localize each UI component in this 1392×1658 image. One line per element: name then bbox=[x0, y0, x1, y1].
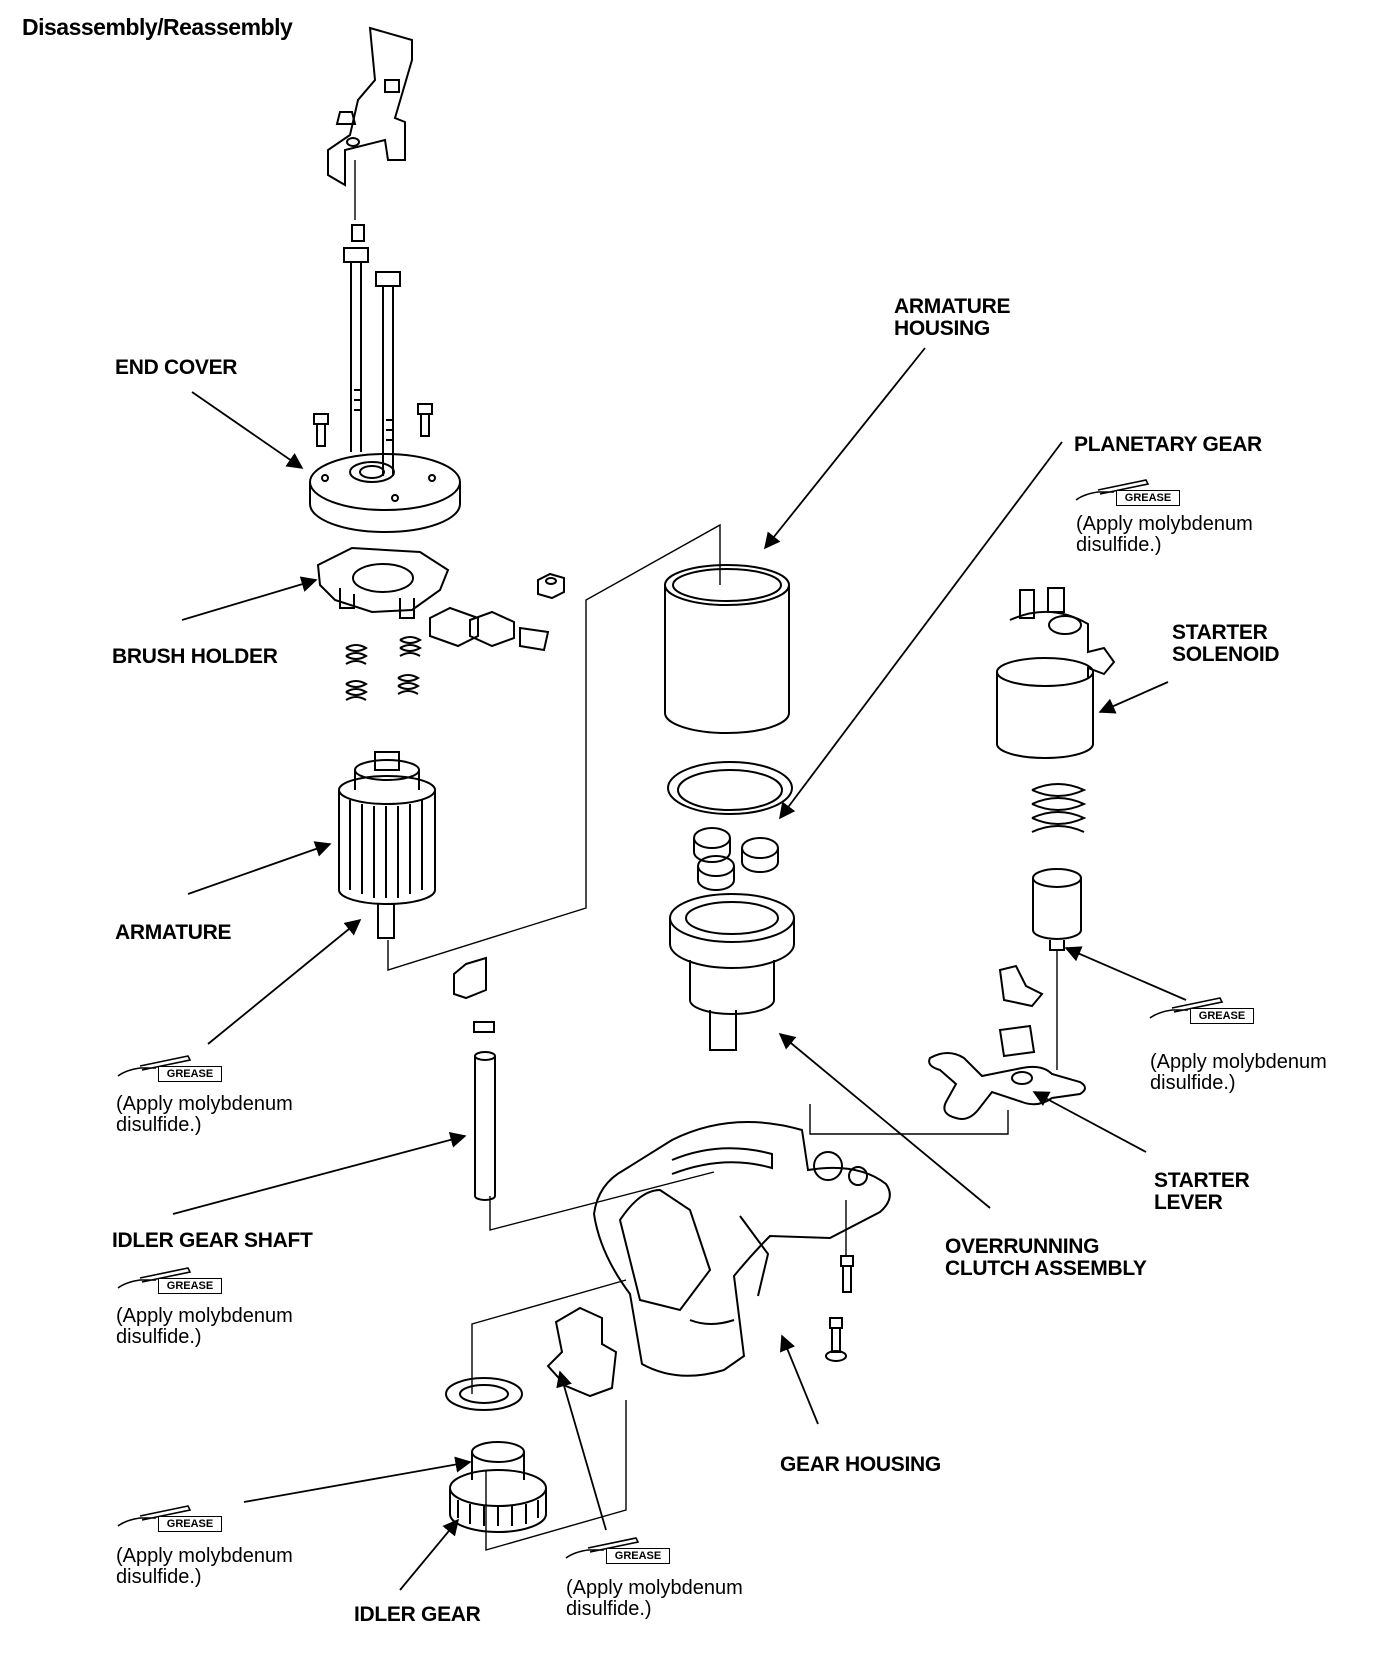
grease-badge-idler-gear: GREASE bbox=[112, 1502, 232, 1536]
shaft-dampers bbox=[453, 956, 495, 1033]
idler-gear-damper bbox=[546, 1306, 618, 1398]
brush-springs bbox=[345, 636, 422, 701]
housing-bolts bbox=[825, 1255, 854, 1362]
grease-note-plunger: (Apply molybdenum disulfide.) bbox=[1150, 1051, 1327, 1094]
end-cover bbox=[309, 453, 461, 533]
ring-plate bbox=[667, 761, 793, 815]
leader-arrows bbox=[172, 347, 1187, 1591]
armature bbox=[338, 751, 436, 939]
grease-label: GREASE bbox=[606, 1548, 670, 1564]
grease-note-planetary: (Apply molybdenum disulfide.) bbox=[1076, 513, 1253, 556]
idler-gear bbox=[449, 1441, 547, 1533]
label-idler-gear-shaft: IDLER GEAR SHAFT bbox=[112, 1229, 313, 1252]
grease-label: GREASE bbox=[158, 1516, 222, 1532]
label-planetary-gear: PLANETARY GEAR bbox=[1074, 433, 1262, 456]
grease-note-damper: (Apply molybdenum disulfide.) bbox=[566, 1577, 743, 1620]
starter-lever bbox=[928, 1052, 1086, 1120]
grease-note-armature: (Apply molybdenum disulfide.) bbox=[116, 1093, 293, 1136]
grease-badge-damper: GREASE bbox=[560, 1534, 680, 1568]
armature-housing bbox=[664, 564, 790, 734]
planetary-gears bbox=[693, 827, 779, 891]
assembly-guide-lines bbox=[354, 160, 1058, 1551]
lever-dampers bbox=[998, 964, 1044, 1058]
idler-gear-shaft bbox=[474, 1051, 496, 1201]
grease-badge-armature: GREASE bbox=[112, 1052, 232, 1086]
label-armature-housing: ARMATURE HOUSING bbox=[894, 295, 1011, 340]
gear-housing bbox=[592, 1121, 891, 1377]
grease-label: GREASE bbox=[158, 1066, 222, 1082]
label-end-cover: END COVER bbox=[115, 356, 238, 379]
starter-solenoid bbox=[996, 587, 1116, 759]
mounting-bracket bbox=[327, 26, 413, 187]
overrunning-clutch bbox=[669, 893, 795, 1051]
grease-note-idler-shaft: (Apply molybdenum disulfide.) bbox=[116, 1305, 293, 1348]
label-brush-holder: BRUSH HOLDER bbox=[112, 645, 278, 668]
end-cover-screws bbox=[313, 403, 433, 447]
label-starter-solenoid: STARTER SOLENOID bbox=[1172, 621, 1280, 666]
brushes bbox=[429, 572, 565, 652]
grease-badge-planetary: GREASE bbox=[1070, 476, 1190, 510]
grease-tube-icons bbox=[117, 479, 1224, 1559]
label-idler-gear: IDLER GEAR bbox=[354, 1603, 481, 1626]
page-title: Disassembly/Reassembly bbox=[22, 14, 293, 40]
grease-label: GREASE bbox=[158, 1278, 222, 1294]
through-bolts bbox=[343, 224, 401, 476]
grease-label: GREASE bbox=[1190, 1008, 1254, 1024]
brush-holder bbox=[316, 546, 450, 619]
grease-badge-idler-shaft: GREASE bbox=[112, 1264, 232, 1298]
idler-washer bbox=[445, 1377, 523, 1411]
grease-label: GREASE bbox=[1116, 490, 1180, 506]
label-gear-housing: GEAR HOUSING bbox=[780, 1453, 941, 1476]
label-armature: ARMATURE bbox=[115, 921, 232, 944]
label-starter-lever: STARTER LEVER bbox=[1154, 1169, 1250, 1214]
grease-badge-plunger: GREASE bbox=[1144, 994, 1264, 1028]
grease-note-idler-gear: (Apply molybdenum disulfide.) bbox=[116, 1545, 293, 1588]
solenoid-plunger bbox=[1031, 783, 1087, 951]
label-overrunning-clutch: OVERRUNNING CLUTCH ASSEMBLY bbox=[945, 1235, 1147, 1280]
